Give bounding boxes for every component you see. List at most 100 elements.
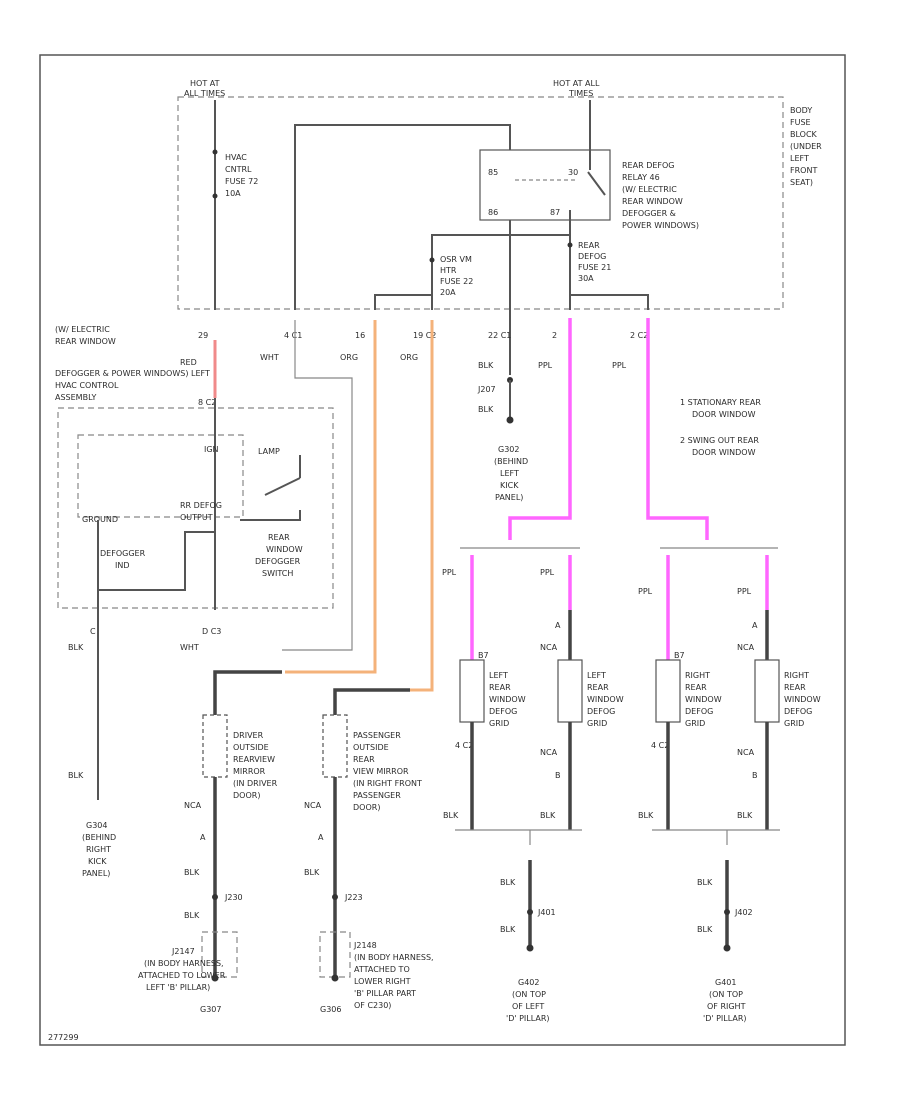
left-grid-2-label: LEFT REAR WINDOW DEFOG GRID bbox=[587, 671, 624, 728]
wire-blk-3-label: BLK bbox=[68, 643, 84, 652]
svg-text:(BEHIND: (BEHIND bbox=[494, 457, 528, 466]
svg-text:VIEW MIRROR: VIEW MIRROR bbox=[353, 767, 409, 776]
osrvm-fuse-label: OSR VM HTR FUSE 22 20A bbox=[440, 255, 473, 297]
svg-text:SWITCH: SWITCH bbox=[262, 569, 293, 578]
svg-text:OUTPUT: OUTPUT bbox=[180, 513, 213, 522]
hvac-inner-box bbox=[77, 434, 244, 518]
g401-label: G401 (ON TOP OF RIGHT 'D' PILLAR) bbox=[703, 978, 747, 1023]
svg-text:(IN BODY HARNESS,: (IN BODY HARNESS, bbox=[144, 959, 224, 968]
blk-g-right-2: BLK bbox=[697, 925, 713, 934]
relay-pin-30: 30 bbox=[568, 168, 578, 177]
svg-text:REAR WINDOW: REAR WINDOW bbox=[55, 337, 116, 346]
blk-g-left-2: BLK bbox=[500, 925, 516, 934]
wire-nca-1-label: NCA bbox=[184, 801, 202, 810]
svg-text:REAR: REAR bbox=[587, 683, 609, 692]
switch-label: REAR WINDOW DEFOGGER SWITCH bbox=[255, 533, 303, 578]
grid-nca-3: NCA bbox=[737, 643, 755, 652]
svg-text:DOOR): DOOR) bbox=[353, 803, 380, 812]
hvac-switch bbox=[240, 455, 301, 521]
svg-text:REAR: REAR bbox=[489, 683, 511, 692]
svg-text:LEFT 'B' PILLAR): LEFT 'B' PILLAR) bbox=[146, 983, 210, 992]
g402-ground bbox=[526, 944, 534, 952]
svg-text:REAR: REAR bbox=[268, 533, 290, 542]
grid-blk-1: BLK bbox=[443, 811, 459, 820]
rear-defog-fuse-label: REAR DEFOG FUSE 21 30A bbox=[578, 241, 611, 283]
pin-a-2: A bbox=[318, 833, 324, 842]
hot-at-all-times-left-1: HOT AT bbox=[190, 79, 220, 88]
svg-text:HVAC: HVAC bbox=[225, 153, 247, 162]
right-grid-1 bbox=[655, 659, 681, 723]
svg-text:PASSENGER: PASSENGER bbox=[353, 791, 401, 800]
g307-ground bbox=[211, 974, 219, 982]
hvac-ground-wire bbox=[97, 520, 215, 591]
svg-text:(IN BODY HARNESS,: (IN BODY HARNESS, bbox=[354, 953, 434, 962]
right-ground-bus bbox=[652, 829, 780, 845]
svg-text:LEFT: LEFT bbox=[790, 154, 809, 163]
g306-ground bbox=[331, 974, 339, 982]
svg-text:KICK: KICK bbox=[88, 857, 107, 866]
j401-splice bbox=[527, 909, 533, 915]
hvac-fuse-label: HVAC CNTRL FUSE 72 10A bbox=[225, 153, 258, 198]
svg-text:OF RIGHT: OF RIGHT bbox=[707, 1002, 746, 1011]
relay-pin-86: 86 bbox=[488, 208, 498, 217]
svg-text:DEFOG: DEFOG bbox=[784, 707, 812, 716]
grid-blk-2: BLK bbox=[540, 811, 556, 820]
note-2: 2 SWING OUT REAR DOOR WINDOW bbox=[680, 436, 759, 457]
grid-pin-4c2-2: 4 C2 bbox=[651, 741, 669, 750]
osrvm-fuse-dot bbox=[429, 257, 435, 263]
relay-coil-feed bbox=[294, 124, 511, 310]
grid-blk-4: BLK bbox=[737, 811, 753, 820]
grid-nca-1: NCA bbox=[540, 643, 558, 652]
svg-text:2 SWING OUT REAR: 2 SWING OUT REAR bbox=[680, 436, 759, 445]
j401: J401 bbox=[537, 908, 556, 917]
ground-label: GROUND bbox=[82, 515, 118, 524]
hvac-control-title: (W/ ELECTRIC REAR WINDOW DEFOGGER & POWE… bbox=[55, 325, 210, 402]
g402-label: G402 (ON TOP OF LEFT 'D' PILLAR) bbox=[506, 978, 550, 1023]
svg-text:'B' PILLAR PART: 'B' PILLAR PART bbox=[354, 989, 416, 998]
diagram-frame bbox=[39, 54, 846, 1046]
svg-text:FUSE: FUSE bbox=[790, 118, 811, 127]
svg-text:LEFT: LEFT bbox=[587, 671, 606, 680]
wire-org-1-label: ORG bbox=[340, 353, 358, 362]
svg-text:OF LEFT: OF LEFT bbox=[512, 1002, 544, 1011]
svg-text:WINDOW: WINDOW bbox=[784, 695, 821, 704]
g306: G306 bbox=[320, 1005, 341, 1014]
left-grid-1 bbox=[459, 659, 485, 723]
wire-blk-d1-label: BLK bbox=[184, 868, 200, 877]
driver-mirror bbox=[202, 714, 228, 778]
wire-org-2-label: ORG bbox=[400, 353, 418, 362]
g304-label: G304 (BEHIND RIGHT KICK PANEL) bbox=[82, 821, 116, 878]
svg-text:(BEHIND: (BEHIND bbox=[82, 833, 116, 842]
relay-switch bbox=[587, 171, 606, 196]
rr-defog-output-label: RR DEFOG OUTPUT bbox=[180, 501, 222, 522]
svg-text:GRID: GRID bbox=[685, 719, 705, 728]
relay-title: REAR DEFOG RELAY 46 (W/ ELECTRIC REAR WI… bbox=[622, 161, 699, 230]
osrvm-fuse-feed bbox=[431, 234, 570, 295]
svg-text:G302: G302 bbox=[498, 445, 519, 454]
hot-at-all-times-left-2: ALL TIMES bbox=[184, 89, 225, 98]
grid-pin-b7-2: B7 bbox=[674, 651, 685, 660]
svg-text:G402: G402 bbox=[518, 978, 539, 987]
j230-splice bbox=[212, 894, 218, 900]
svg-text:(W/ ELECTRIC: (W/ ELECTRIC bbox=[622, 185, 677, 194]
j223: J223 bbox=[344, 893, 363, 902]
svg-text:DRIVER: DRIVER bbox=[233, 731, 264, 740]
svg-text:J2148: J2148 bbox=[353, 941, 377, 950]
relay-pin-85: 85 bbox=[488, 168, 498, 177]
wire-red-label: RED bbox=[180, 358, 197, 367]
svg-text:REAR: REAR bbox=[578, 241, 600, 250]
defogger-ind-label: DEFOGGER IND bbox=[100, 549, 146, 570]
ppl-a-label: PPL bbox=[442, 568, 457, 577]
svg-text:RIGHT: RIGHT bbox=[685, 671, 710, 680]
svg-text:OUTSIDE: OUTSIDE bbox=[233, 743, 269, 752]
svg-text:DEFOGGER &: DEFOGGER & bbox=[622, 209, 676, 218]
wht-wire bbox=[282, 320, 353, 651]
hvac-fuse-bottom bbox=[212, 193, 218, 199]
blk-g-right-1: BLK bbox=[697, 878, 713, 887]
wire-blk-2-label: BLK bbox=[478, 405, 494, 414]
wire-nca-2-label: NCA bbox=[304, 801, 322, 810]
svg-text:FRONT: FRONT bbox=[790, 166, 817, 175]
svg-text:LOWER RIGHT: LOWER RIGHT bbox=[354, 977, 411, 986]
svg-text:GRID: GRID bbox=[587, 719, 607, 728]
